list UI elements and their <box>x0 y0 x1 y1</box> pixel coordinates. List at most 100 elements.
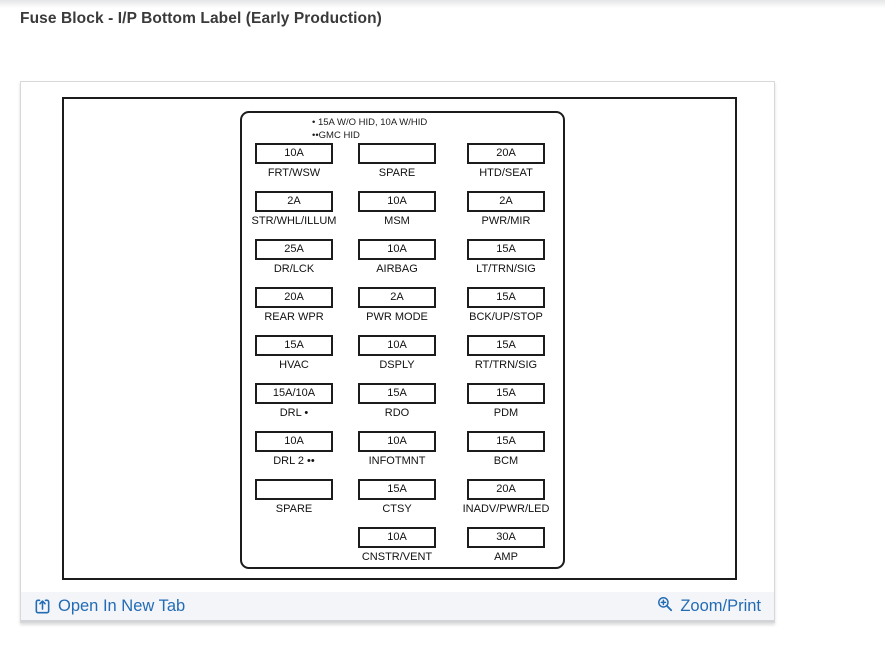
fuse-amp: 10A <box>387 195 407 207</box>
fuse-amp: 15A <box>496 387 516 399</box>
fuse-box: 2A <box>358 287 436 308</box>
fuse-amp: 15A <box>496 291 516 303</box>
top-shadow <box>0 0 885 8</box>
fuse-label: INFOTMNT <box>368 455 426 467</box>
fuse-box: 30A <box>467 527 545 548</box>
fuse-cell: 15A RT/TRN/SIG <box>467 335 545 371</box>
fuse-box: 10A <box>358 239 436 260</box>
fuse-amp: 20A <box>284 291 304 303</box>
fuse-box: 10A <box>358 191 436 212</box>
fuse-box: 20A <box>467 479 545 500</box>
fuse-cell: 20A REAR WPR <box>255 287 333 323</box>
fuse-cell: 2A PWR/MIR <box>467 191 545 227</box>
fuse-box: 2A <box>467 191 545 212</box>
fuse-box: 20A <box>467 143 545 164</box>
fuse-amp: 20A <box>496 483 516 495</box>
legend-line-2: ••GMC HID <box>312 130 360 141</box>
legend-line-1: • 15A W/O HID, 10A W/HID <box>312 117 428 128</box>
fuse-label: HTD/SEAT <box>479 167 533 179</box>
fuse-label: RT/TRN/SIG <box>474 359 538 371</box>
fuse-amp: 2A <box>499 195 513 207</box>
fuse-cell: 20A HTD/SEAT <box>467 143 545 179</box>
fuse-label: PWR/MIR <box>481 215 531 227</box>
fuse-label: PWR MODE <box>366 311 428 323</box>
fuse-cell: 15A BCM <box>467 431 545 467</box>
fuse-cell: 15A LT/TRN/SIG <box>467 239 545 275</box>
fuse-label: SPARE <box>275 503 313 515</box>
fuse-label: SPARE <box>378 167 416 179</box>
fuse-cell: 15A CTSY <box>358 479 436 515</box>
fuse-cell: 15A HVAC <box>255 335 333 371</box>
fuse-label: PDM <box>493 407 519 419</box>
fuse-cell: SPARE <box>255 479 333 515</box>
open-in-new-tab-label: Open In New Tab <box>58 596 186 615</box>
fuse-box: 15A <box>467 335 545 356</box>
fuse-label: FRT/WSW <box>267 167 321 179</box>
fuse-label: DSPLY <box>379 359 415 371</box>
fuse-box: 20A <box>255 287 333 308</box>
fuse-box: 15A <box>467 431 545 452</box>
fuse-cell: 15A RDO <box>358 383 436 419</box>
diagram-card: • 15A W/O HID, 10A W/HID ••GMC HID 10A F… <box>20 81 775 623</box>
fuse-label: HVAC <box>279 359 309 371</box>
fuse-cell: 15A/10A DRL • <box>255 383 333 419</box>
fuse-label: STR/WHL/ILLUM <box>251 215 337 227</box>
fuse-cell: 10A FRT/WSW <box>255 143 333 179</box>
zoom-in-icon <box>657 596 673 612</box>
fuse-cell: 2A STR/WHL/ILLUM <box>252 191 336 227</box>
fuse-box <box>255 479 333 500</box>
fuse-legend: • 15A W/O HID, 10A W/HID ••GMC HID <box>312 116 427 142</box>
fuse-box: 25A <box>255 239 333 260</box>
fuse-amp: 15A <box>387 483 407 495</box>
fuse-label: MSM <box>384 215 410 227</box>
fuse-cell: 2A PWR MODE <box>358 287 436 323</box>
fuse-label: BCK/UP/STOP <box>469 311 543 323</box>
fuse-box: 10A <box>358 527 436 548</box>
page-title: Fuse Block - I/P Bottom Label (Early Pro… <box>20 10 382 27</box>
fuse-label: BCM <box>493 455 519 467</box>
fuse-box: 10A <box>358 431 436 452</box>
fuse-label: LT/TRN/SIG <box>476 263 536 275</box>
diagram-toolbar: Open In New Tab Zoom/Print <box>21 592 774 622</box>
fuse-amp: 20A <box>496 147 516 159</box>
fuse-amp: 10A <box>387 243 407 255</box>
open-in-new-tab-link[interactable]: Open In New Tab <box>34 597 185 616</box>
fuse-label: AMP <box>494 551 518 563</box>
fuse-amp: 10A <box>284 435 304 447</box>
open-in-new-tab-icon <box>34 598 51 615</box>
fuse-box: 15A <box>467 239 545 260</box>
zoom-print-link[interactable]: Zoom/Print <box>657 597 761 616</box>
fuse-box: 15A <box>467 287 545 308</box>
fuse-box: 15A <box>467 383 545 404</box>
fuse-amp: 30A <box>496 531 516 543</box>
fuse-label: DR/LCK <box>273 263 315 275</box>
fuse-label: AIRBAG <box>376 263 418 275</box>
fuse-cell: 15A PDM <box>467 383 545 419</box>
fuse-amp: 25A <box>284 243 304 255</box>
fuse-amp: 15A <box>284 339 304 351</box>
fuse-box <box>358 143 436 164</box>
fuse-box: 15A <box>358 383 436 404</box>
fuse-cell: 10A DRL 2 •• <box>255 431 333 467</box>
fuse-amp: 10A <box>387 339 407 351</box>
fuse-box: 2A <box>255 191 333 212</box>
fuse-cell: 10A MSM <box>358 191 436 227</box>
fuse-box: 10A <box>255 431 333 452</box>
fuse-cell: 10A DSPLY <box>358 335 436 371</box>
fuse-label: CNSTR/VENT <box>361 551 433 563</box>
fuse-cell: 10A CNSTR/VENT <box>358 527 436 563</box>
fuse-amp: 10A <box>387 435 407 447</box>
fuse-box: 15A <box>358 479 436 500</box>
fuse-cell: 10A AIRBAG <box>358 239 436 275</box>
fuse-amp: 15A/10A <box>272 387 316 399</box>
fuse-label: RDO <box>384 407 410 419</box>
fuse-panel: • 15A W/O HID, 10A W/HID ••GMC HID 10A F… <box>240 111 565 569</box>
fuse-label: DRL 2 •• <box>273 455 315 467</box>
diagram-image: • 15A W/O HID, 10A W/HID ••GMC HID 10A F… <box>62 97 737 580</box>
fuse-amp: 10A <box>387 531 407 543</box>
fuse-box: 15A/10A <box>255 383 333 404</box>
fuse-amp: 15A <box>387 387 407 399</box>
fuse-amp: 2A <box>287 195 301 207</box>
fuse-cell: 25A DR/LCK <box>255 239 333 275</box>
fuse-label: REAR WPR <box>264 311 324 323</box>
